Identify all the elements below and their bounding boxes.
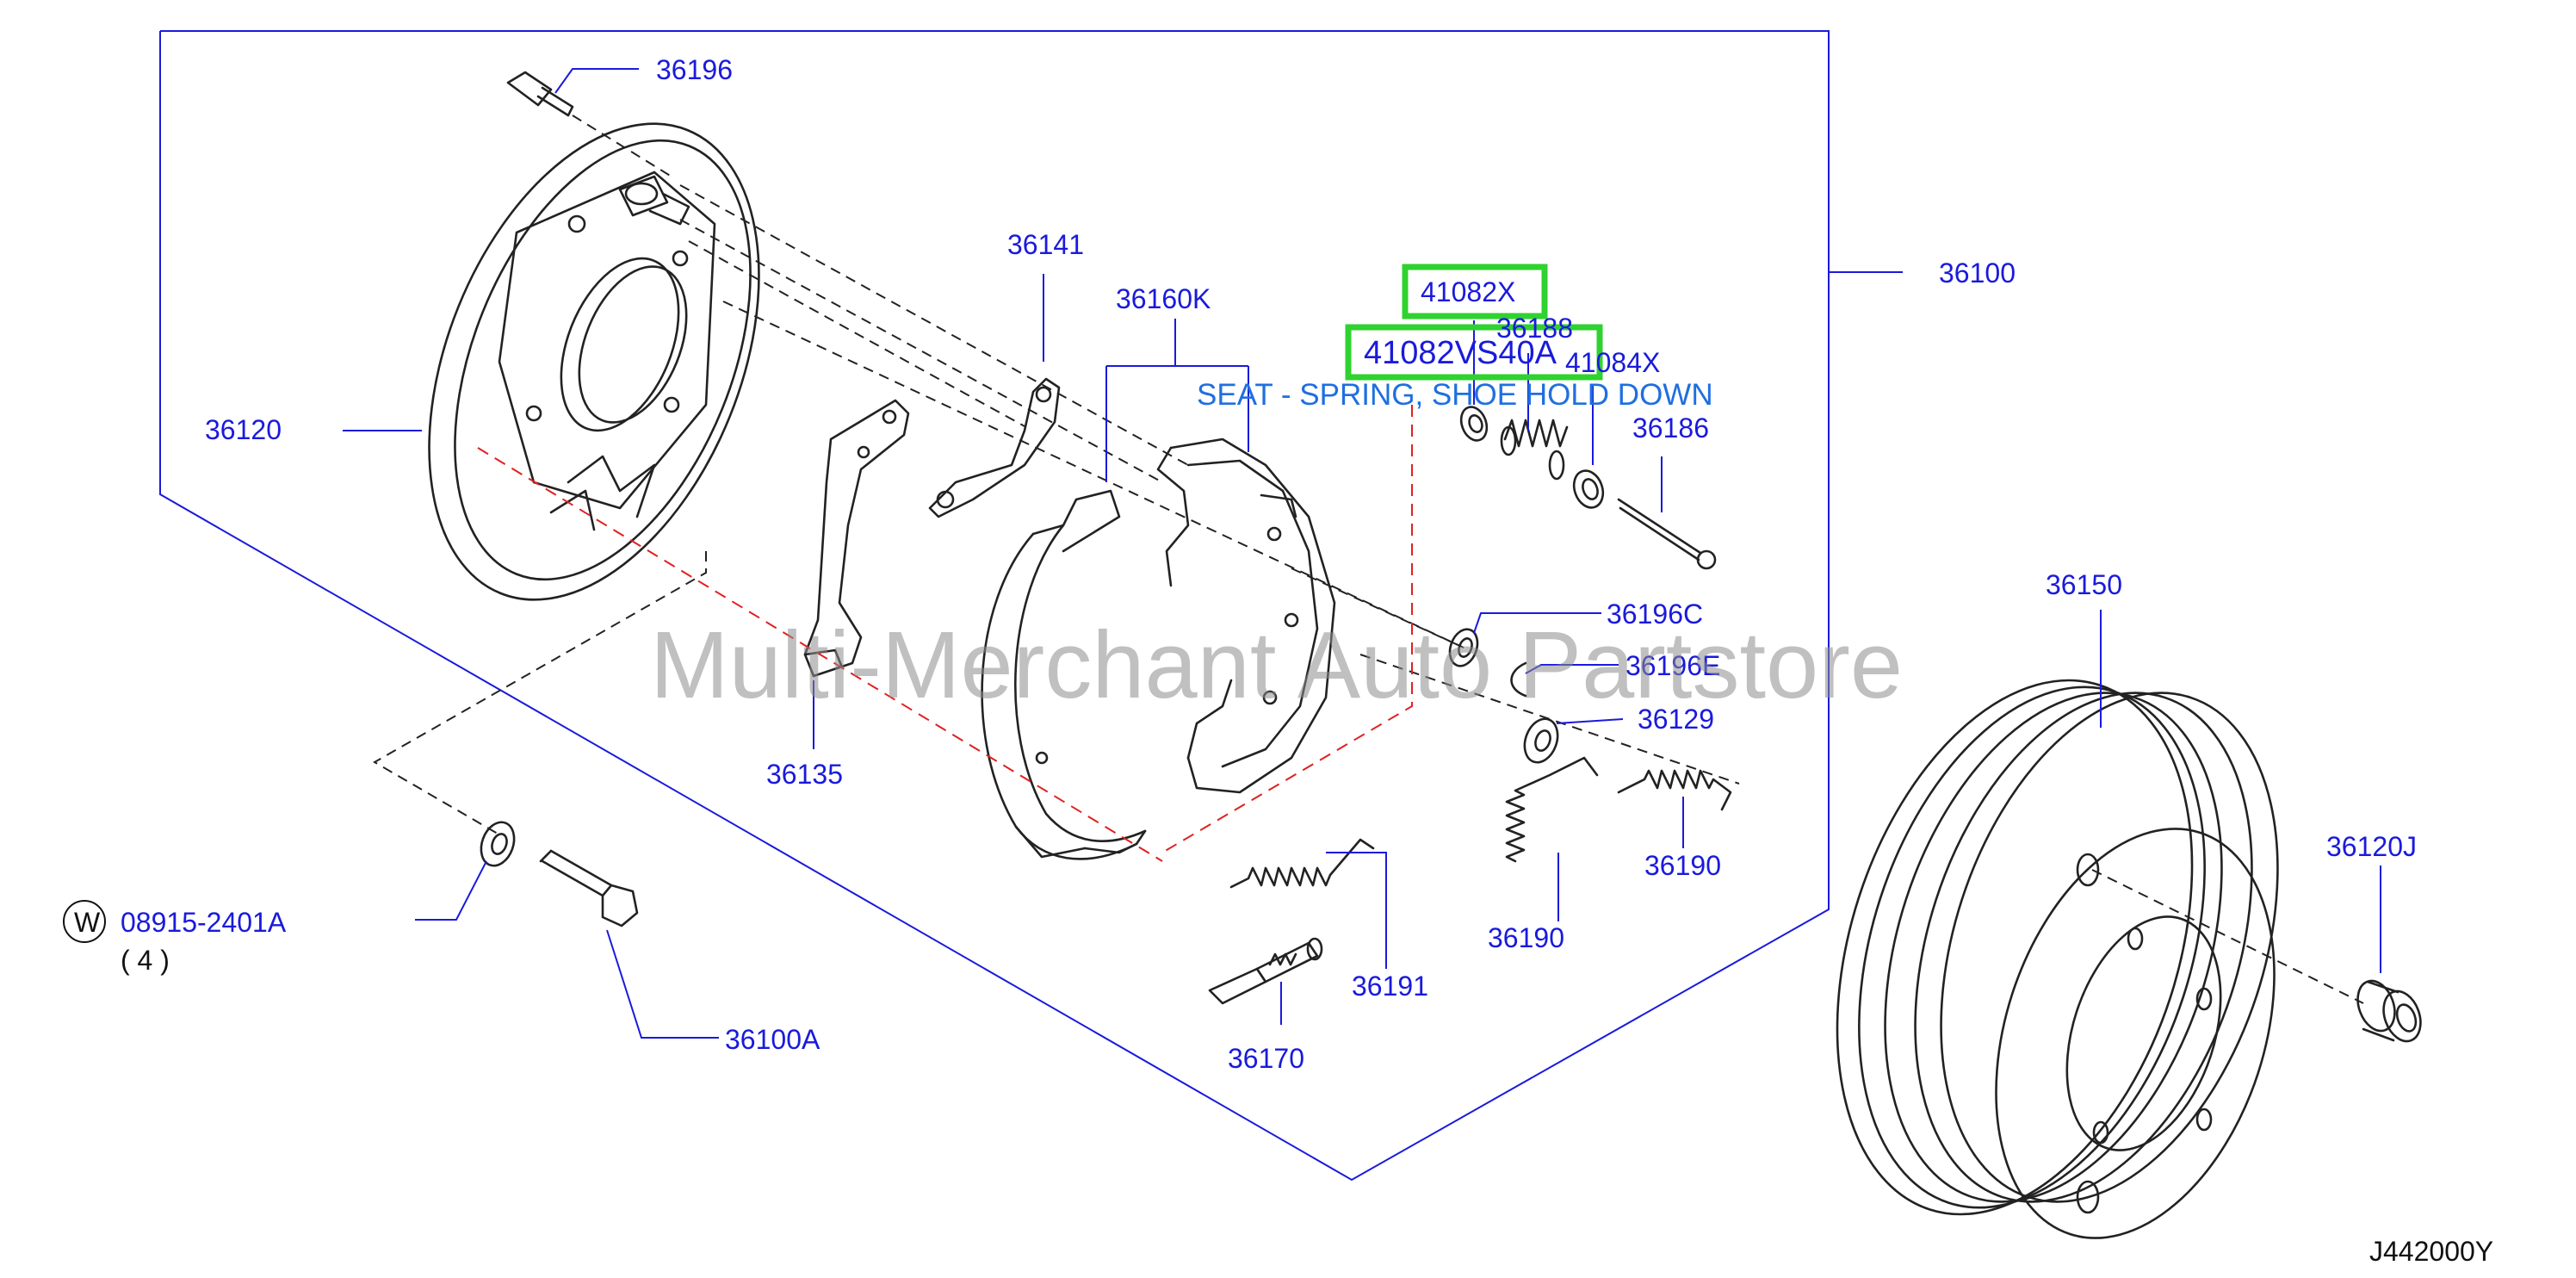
highlight-box-41082X (1402, 264, 1548, 320)
label-36188[interactable]: 36188 (1496, 313, 1573, 344)
label-36190-right[interactable]: 36190 (1644, 850, 1721, 881)
brake-shoe-set-drawing (981, 437, 1336, 860)
label-36160K[interactable]: 36160K (1116, 283, 1211, 314)
return-springs-drawing (1505, 756, 1732, 863)
alignment-red-lines (477, 405, 1413, 862)
label-36196E[interactable]: 36196E (1625, 650, 1720, 681)
strut-36135-drawing (803, 399, 910, 678)
adjuster-spring-drawing (1229, 838, 1375, 889)
label-36100A[interactable]: 36100A (725, 1024, 820, 1055)
label-08915-2401A[interactable]: 08915-2401A (121, 907, 287, 938)
label-36120J[interactable]: 36120J (2326, 831, 2417, 862)
label-36129[interactable]: 36129 (1638, 704, 1714, 735)
backing-plate-drawing (428, 122, 760, 601)
quantity-note: ( 4 ) (121, 945, 170, 976)
label-36186[interactable]: 36186 (1632, 413, 1709, 444)
w-marker-circle (63, 900, 106, 943)
label-36196C[interactable]: 36196C (1607, 599, 1703, 630)
bolt-36196-drawing (506, 71, 574, 117)
assembly-dashed-lines (372, 115, 2364, 1004)
label-36150[interactable]: 36150 (2046, 569, 2122, 600)
assembly-boundary (159, 30, 1830, 1182)
highlight-box-41082VS40A (1345, 324, 1603, 381)
leader-lines (343, 68, 2381, 1039)
label-36100[interactable]: 36100 (1939, 257, 2016, 288)
brake-drum-drawing (1836, 679, 2279, 1239)
label-41082X[interactable]: 41082X (1421, 276, 1515, 307)
label-36191[interactable]: 36191 (1352, 971, 1428, 1002)
plug-36120J-drawing (2356, 979, 2422, 1043)
label-36190-left[interactable]: 36190 (1488, 922, 1564, 953)
watermark: Multi-Merchant Auto Partstore (650, 612, 1903, 718)
hold-down-parts-drawing (1448, 406, 1717, 764)
label-36170[interactable]: 36170 (1228, 1043, 1304, 1074)
bolt-36100A-drawing (480, 821, 639, 927)
figure-code: J442000Y (2369, 1236, 2493, 1267)
label-36135[interactable]: 36135 (766, 759, 843, 790)
label-36120[interactable]: 36120 (205, 414, 282, 445)
lever-36141-drawing (928, 377, 1061, 518)
adjuster-36170-drawing (1208, 937, 1323, 1005)
label-36141[interactable]: 36141 (1007, 229, 1084, 260)
label-41084X[interactable]: 41084X (1565, 347, 1660, 378)
w-marker: W (74, 907, 101, 938)
label-41082VS40A[interactable]: 41082VS40A (1364, 335, 1557, 371)
part-description-note: SEAT - SPRING, SHOE HOLD DOWN (1197, 378, 1713, 412)
label-36196[interactable]: 36196 (656, 54, 733, 85)
